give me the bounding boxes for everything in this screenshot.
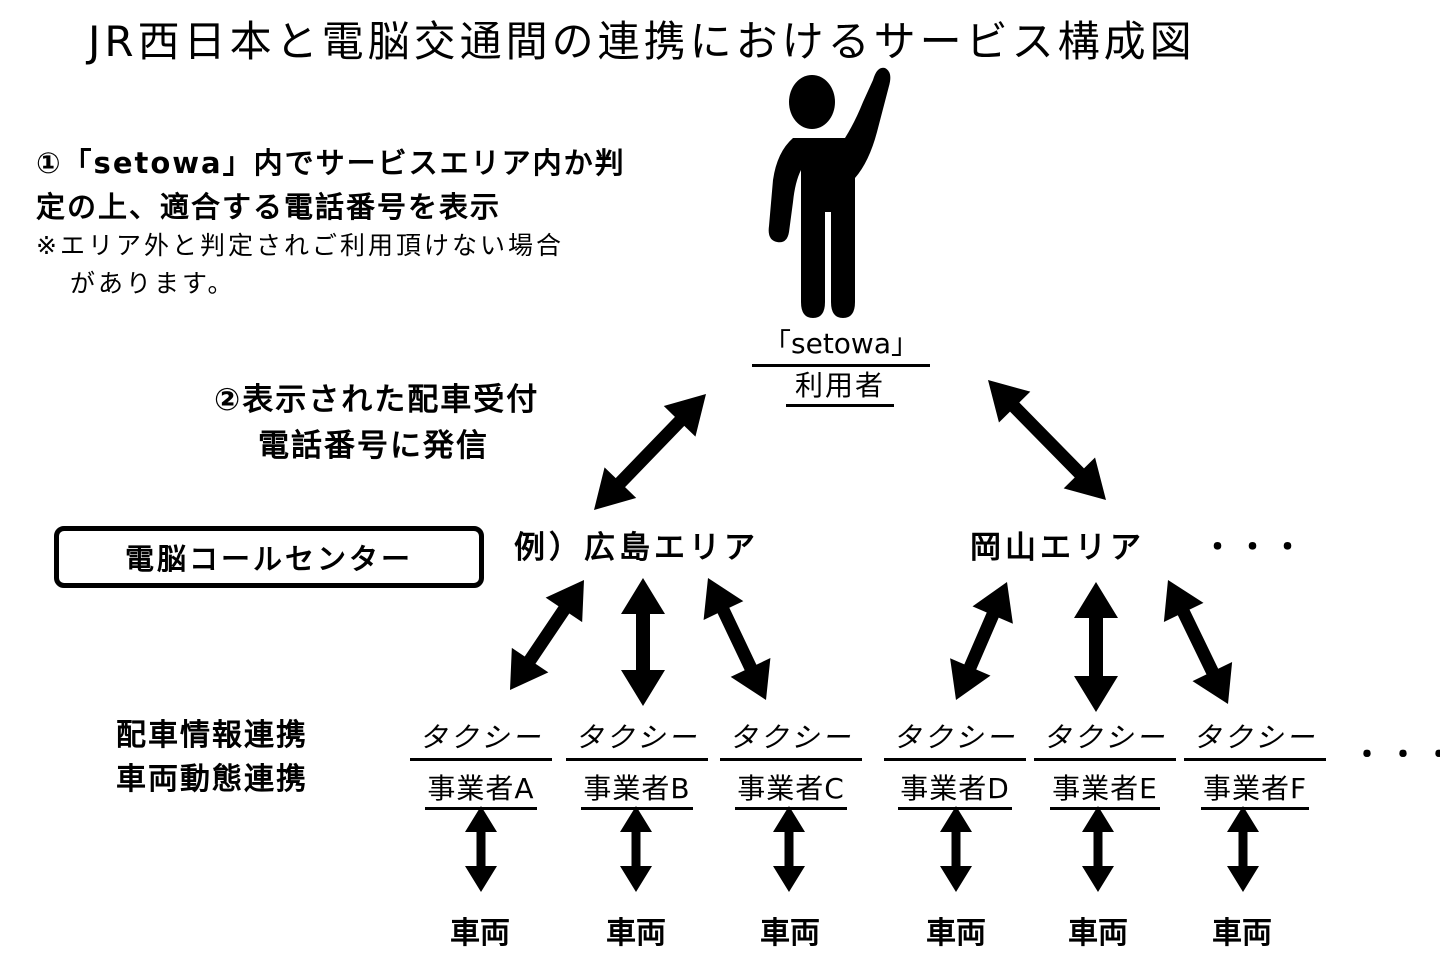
operator-name: 事業者F	[1200, 767, 1310, 810]
operator-type: タクシー	[1034, 716, 1176, 761]
vehicle-b: 車両	[606, 916, 666, 951]
vehicle-d: 車両	[926, 916, 986, 951]
area-okayama: 岡山エリア	[970, 530, 1145, 566]
arrow-okayama-operator-e	[1074, 582, 1118, 712]
arrow-hiroshima-operator-b	[621, 578, 665, 706]
step2-text-line1: ②表示された配車受付	[214, 382, 540, 418]
step1-caveat-line1: ※エリア外と判定されご利用頂けない場合	[36, 231, 564, 260]
operator-type: タクシー	[410, 716, 552, 761]
operator-name: 事業者E	[1050, 767, 1160, 810]
operator-name: 事業者C	[735, 767, 847, 810]
arrow-operator-vehicle-f	[1227, 806, 1259, 892]
arrow-operator-vehicle-e	[1082, 806, 1114, 892]
step1-text-line2: 定の上、適合する電話番号を表示	[36, 190, 502, 224]
diagram-title: JR西日本と電脳交通間の連携におけるサービス構成図	[88, 17, 1196, 66]
call-center-label: 電脳コールセンター	[124, 542, 413, 576]
user-app-label: 「setowa」	[752, 322, 930, 367]
arrow-operator-vehicle-a	[465, 806, 497, 892]
operator-type: タクシー	[884, 716, 1026, 761]
vehicle-f: 車両	[1212, 916, 1272, 951]
arrow-okayama-operator-d	[950, 582, 1013, 700]
vehicle-c: 車両	[760, 916, 820, 951]
operator-f: タクシー 事業者F	[1184, 716, 1326, 810]
arrow-okayama-operator-f	[1163, 580, 1233, 704]
operators-ellipsis: ・・・	[1352, 738, 1440, 773]
call-center-box: 電脳コールセンター	[54, 526, 484, 588]
arrow-hiroshima-operator-c	[703, 578, 771, 700]
operator-a: タクシー 事業者A	[410, 716, 552, 810]
linkage-dispatch-label: 配車情報連携	[116, 718, 308, 753]
vehicle-a: 車両	[450, 916, 510, 951]
operator-type: タクシー	[1184, 716, 1326, 761]
arrow-operator-vehicle-d	[940, 806, 972, 892]
step1-caveat-line2: があります。	[70, 269, 236, 298]
operator-d: タクシー 事業者D	[884, 716, 1026, 810]
areas-ellipsis: ・・・	[1202, 530, 1307, 566]
arrow-user-hiroshima	[594, 394, 706, 510]
operator-type: タクシー	[566, 716, 708, 761]
vehicle-e: 車両	[1068, 916, 1128, 951]
arrow-operator-vehicle-b	[620, 806, 652, 892]
linkage-vehicle-status-label: 車両動態連携	[116, 762, 308, 797]
step1-text-line1: ①「setowa」内でサービスエリア内か判	[36, 146, 626, 180]
user-role-label: 利用者	[786, 364, 894, 407]
area-hiroshima: 例）広島エリア	[514, 530, 759, 566]
step2-text-line2: 電話番号に発信	[258, 428, 489, 464]
operator-type: タクシー	[720, 716, 862, 761]
operator-c: タクシー 事業者C	[720, 716, 862, 810]
arrow-user-okayama	[988, 380, 1106, 500]
operator-e: タクシー 事業者E	[1034, 716, 1176, 810]
arrow-operator-vehicle-c	[773, 806, 805, 892]
person-raising-hand-icon	[768, 67, 891, 318]
arrow-hiroshima-operator-a	[510, 580, 584, 690]
